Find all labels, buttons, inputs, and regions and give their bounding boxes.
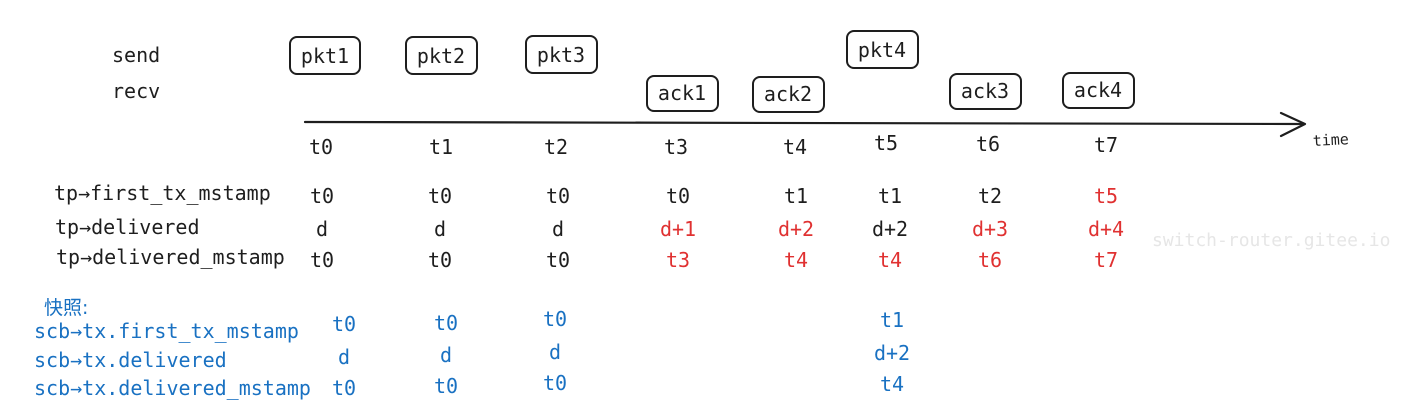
tp-delivered-mstamp-value: t0 bbox=[310, 248, 334, 272]
tp-first-tx-mstamp-value: t0 bbox=[546, 184, 570, 208]
tick-label: t2 bbox=[544, 135, 568, 159]
tp-delivered-mstamp-value: t0 bbox=[428, 248, 452, 272]
tick-label: t6 bbox=[976, 132, 1000, 156]
snapshot-delivered-value: d bbox=[549, 340, 561, 364]
recv-ack-label: ack1 bbox=[658, 81, 706, 105]
snapshot-first-tx-mstamp-value: t1 bbox=[880, 308, 904, 332]
tp-delivered-value: d+3 bbox=[972, 217, 1008, 241]
snapshot-delivered-mstamp-label: scb→tx.delivered_mstamp bbox=[34, 376, 311, 400]
tp-delivered-value: d bbox=[552, 217, 564, 241]
tp-first-tx-mstamp-label: tp→first_tx_mstamp bbox=[54, 181, 271, 205]
recv-row-label: recv bbox=[112, 79, 160, 103]
tp-first-tx-mstamp-value: t1 bbox=[878, 184, 902, 208]
tick-label: t3 bbox=[664, 135, 688, 159]
snapshot-first-tx-mstamp-value: t0 bbox=[332, 312, 356, 336]
tick-label: t5 bbox=[874, 131, 898, 155]
tp-delivered-value: d+2 bbox=[778, 217, 814, 241]
tp-delivered-value: d+2 bbox=[872, 217, 908, 241]
tick-label: t1 bbox=[429, 135, 453, 159]
snapshot-delivered-mstamp-value: t4 bbox=[880, 372, 904, 396]
send-packet-box: pkt2 bbox=[405, 36, 478, 75]
watermark: switch-router.gitee.io bbox=[1152, 230, 1390, 251]
tp-first-tx-mstamp-value: t5 bbox=[1094, 184, 1118, 208]
recv-ack-label: ack3 bbox=[961, 79, 1009, 103]
tp-delivered-mstamp-value: t0 bbox=[546, 248, 570, 272]
snapshot-delivered-mstamp-value: t0 bbox=[332, 376, 356, 400]
tp-delivered-mstamp-value: t4 bbox=[784, 248, 808, 272]
recv-ack-box: ack1 bbox=[646, 75, 719, 112]
snapshot-value-grid: t0 t0 t0 t1 d d d d+2 t0 t0 t0 t4 bbox=[332, 307, 910, 400]
tp-first-tx-mstamp-value: t2 bbox=[978, 184, 1002, 208]
tp-delivered-mstamp-value: t7 bbox=[1094, 248, 1118, 272]
tp-first-tx-mstamp-value: t0 bbox=[310, 184, 334, 208]
send-packet-label: pkt2 bbox=[417, 44, 465, 68]
snapshot-first-tx-mstamp-value: t0 bbox=[543, 307, 567, 331]
tick-label: t7 bbox=[1094, 133, 1118, 157]
time-axis-line bbox=[303, 120, 1305, 126]
tp-delivered-value: d+1 bbox=[660, 217, 696, 241]
tick-label: t0 bbox=[309, 135, 333, 159]
time-axis-label: time bbox=[1312, 130, 1349, 150]
tp-value-grid: t0 t0 t0 t0 t1 t1 t2 t5 d d d d+1 d+2 d+2 d+3 d+4 t0 t0 t0… bbox=[310, 184, 1124, 272]
snapshot-delivered-label: scb→tx.delivered bbox=[34, 348, 227, 372]
tp-delivered-value: d bbox=[434, 217, 446, 241]
tp-delivered-value: d+4 bbox=[1088, 217, 1124, 241]
tp-delivered-mstamp-label: tp→delivered_mstamp bbox=[56, 245, 285, 269]
send-row-label: send bbox=[112, 43, 160, 67]
recv-ack-box: ack4 bbox=[1062, 72, 1135, 109]
tp-first-tx-mstamp-value: t1 bbox=[784, 184, 808, 208]
tick-label: t4 bbox=[783, 135, 807, 159]
tp-delivered-mstamp-value: t6 bbox=[978, 248, 1002, 272]
send-packet-label: pkt1 bbox=[301, 44, 349, 68]
send-packet-box: pkt3 bbox=[525, 35, 598, 74]
tp-delivered-mstamp-value: t3 bbox=[666, 248, 690, 272]
tp-delivered-label: tp→delivered bbox=[55, 215, 200, 239]
time-axis-arrowhead bbox=[1279, 111, 1307, 138]
snapshot-delivered-value: d bbox=[338, 345, 350, 369]
send-packet-box: pkt1 bbox=[289, 36, 361, 75]
recv-ack-box: ack3 bbox=[949, 73, 1022, 110]
send-packet-label: pkt4 bbox=[858, 38, 906, 62]
tp-first-tx-mstamp-value: t0 bbox=[428, 184, 452, 208]
snapshot-title: 快照: bbox=[44, 297, 88, 319]
recv-ack-box: ack2 bbox=[752, 76, 825, 113]
snapshot-first-tx-mstamp-label: scb→tx.first_tx_mstamp bbox=[34, 319, 299, 343]
snapshot-first-tx-mstamp-value: t0 bbox=[434, 311, 458, 335]
recv-ack-label: ack4 bbox=[1074, 78, 1122, 102]
tp-first-tx-mstamp-value: t0 bbox=[666, 184, 690, 208]
recv-ack-label: ack2 bbox=[764, 82, 812, 106]
send-packet-box: pkt4 bbox=[846, 30, 919, 69]
send-packet-label: pkt3 bbox=[537, 43, 585, 67]
snapshot-delivered-value: d bbox=[440, 343, 452, 367]
tp-delivered-value: d bbox=[316, 217, 328, 241]
tp-delivered-mstamp-value: t4 bbox=[878, 248, 902, 272]
snapshot-delivered-value: d+2 bbox=[874, 341, 910, 365]
snapshot-delivered-mstamp-value: t0 bbox=[434, 374, 458, 398]
snapshot-delivered-mstamp-value: t0 bbox=[543, 371, 567, 395]
tick-labels: t0 t1 t2 t3 t4 t5 t6 t7 bbox=[309, 131, 1118, 159]
